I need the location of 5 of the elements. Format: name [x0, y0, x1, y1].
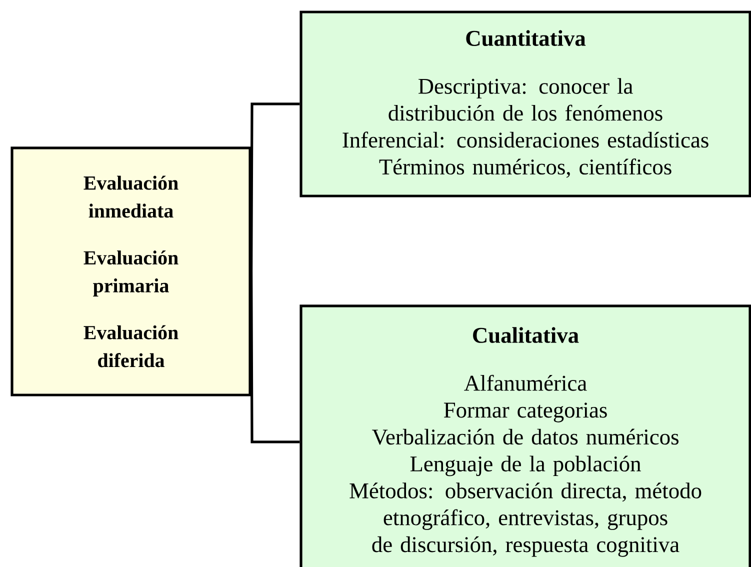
category-box: Evaluación inmediata Evaluación primaria Evaluación diferida [10, 146, 252, 396]
description-box: Cualitativa Alfanumérica Formar categorias Verbalización de datos numéricos Lenguaje de la población Métodos: observación directa, método etnográfico, entrevistas, grupos de discursión, respuesta cognitiva [300, 304, 751, 567]
connector-line [250, 102, 300, 272]
description-box: Cuantitativa Descriptiva: conocer la distribución de los fenómenos Inferencial: consideraciones estadísticas Términos numéricos, científicos [300, 10, 751, 198]
connector-line [250, 271, 300, 444]
